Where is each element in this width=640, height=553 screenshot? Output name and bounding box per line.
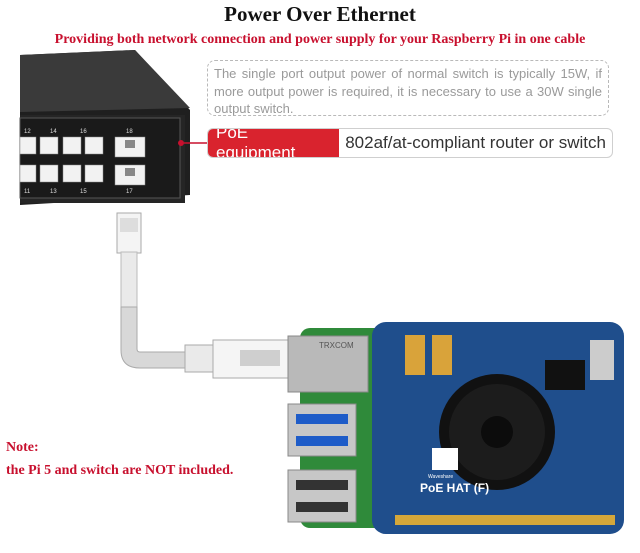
hat-product-label: PoE HAT (F) bbox=[420, 481, 489, 495]
note-title: Note: bbox=[6, 440, 39, 455]
port-label-11: 11 bbox=[24, 189, 31, 195]
equipment-tag: PoE equipment bbox=[208, 129, 340, 157]
port-label-12: 12 bbox=[24, 129, 31, 135]
poe-hat bbox=[372, 322, 624, 534]
note-text: the Pi 5 and switch are NOT included. bbox=[6, 463, 234, 478]
page-subtitle: Providing both network connection and po… bbox=[54, 32, 586, 47]
equipment-label: PoE equipment 802af/at-compliant router … bbox=[207, 128, 613, 158]
equipment-value: 802af/at-compliant router or switch bbox=[345, 133, 606, 152]
port-label-14: 14 bbox=[50, 129, 57, 135]
power-note-box: The single port output power of normal s… bbox=[207, 60, 609, 116]
port-label-17: 17 bbox=[126, 189, 133, 195]
port-label-16: 16 bbox=[80, 129, 87, 135]
ethernet-cable bbox=[116, 212, 289, 379]
port-label-15: 15 bbox=[80, 189, 87, 195]
hat-brand-text: Waveshare bbox=[428, 474, 453, 480]
page-title: Power Over Ethernet bbox=[224, 2, 416, 26]
chip-text: TRXCOM bbox=[319, 341, 354, 350]
port-label-13: 13 bbox=[50, 189, 57, 195]
network-switch bbox=[19, 50, 207, 205]
port-label-18: 18 bbox=[126, 129, 133, 135]
